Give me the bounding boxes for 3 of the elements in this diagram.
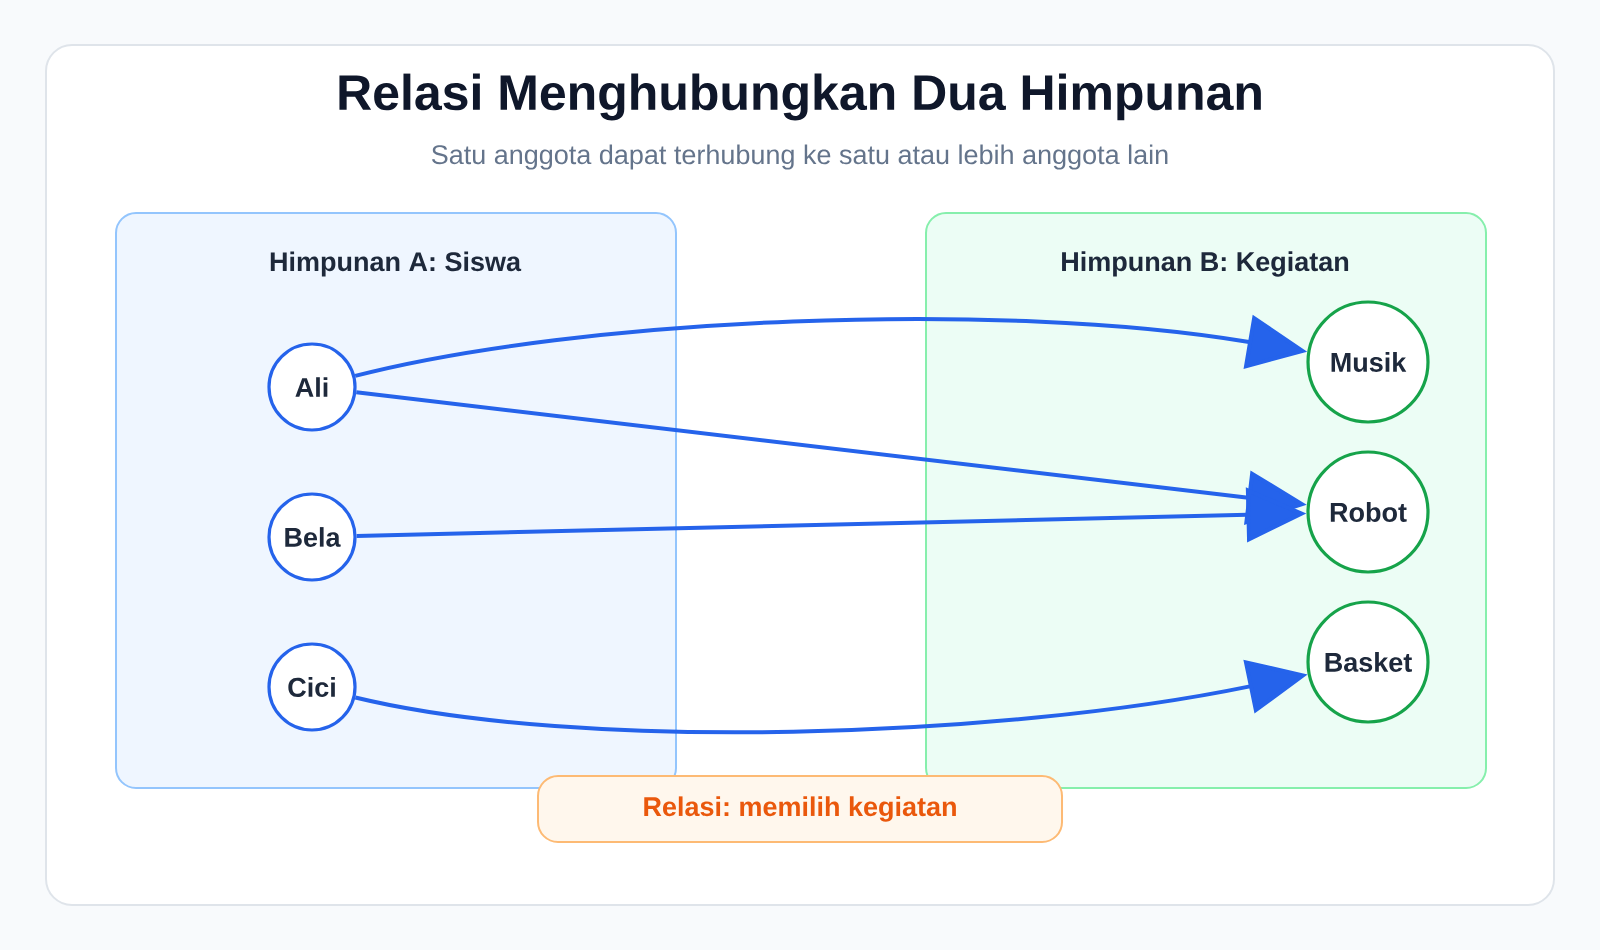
subtitle: Satu anggota dapat terhubung ke satu atau lebih anggota lain: [431, 144, 1168, 170]
label-box: Relasi: memilih kegiatan: [537, 775, 1063, 843]
title: Relasi Menghubungkan Dua Himpunan: [339, 73, 1261, 121]
